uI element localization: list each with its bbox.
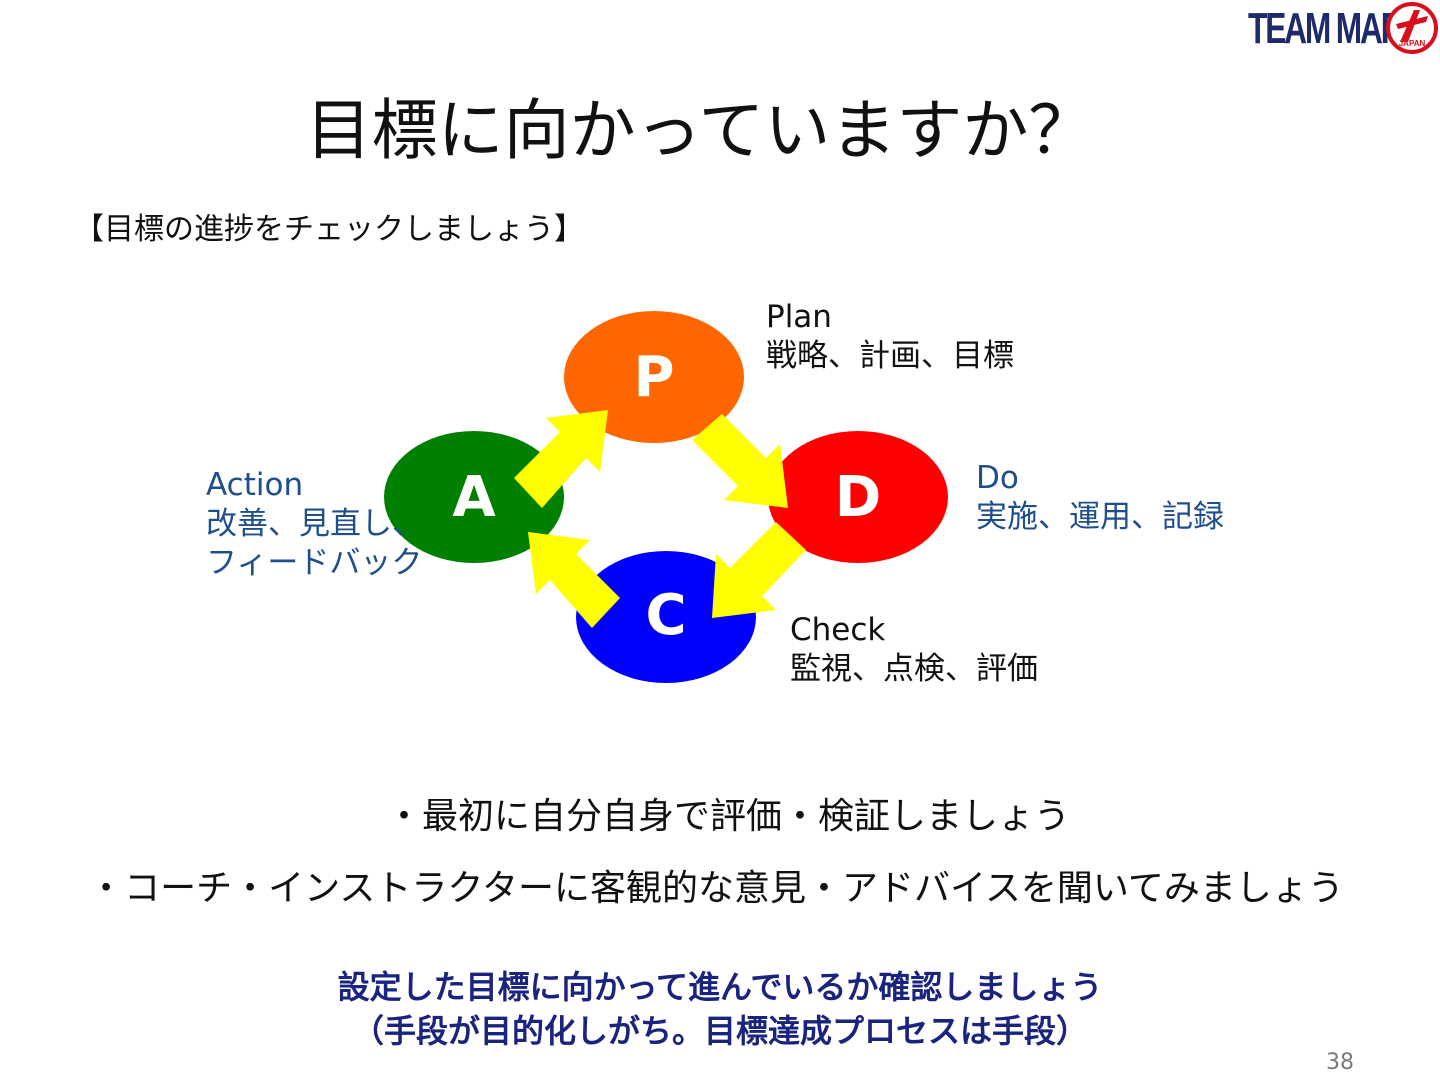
arrow-p-to-d bbox=[692, 414, 788, 508]
action-detail-line1: 改善、見直し、 bbox=[206, 506, 423, 542]
node-a bbox=[384, 431, 564, 563]
plan-label: Plan 戦略、計画、目標 bbox=[766, 298, 1014, 376]
arrow-a-to-p bbox=[514, 410, 608, 508]
conclusion-line2: （手段が目的化しがち。目標達成プロセスは手段） bbox=[351, 1012, 1088, 1050]
bullet-self-evaluate: ・最初に自分自身で評価・検証しましょう bbox=[385, 796, 1070, 837]
plan-heading: Plan bbox=[766, 299, 832, 335]
action-label: Action 改善、見直し、 フィードバック bbox=[206, 466, 423, 583]
conclusion-line1: 設定した目標に向かって進んでいるか確認しましょう bbox=[337, 968, 1103, 1006]
action-detail-line2: フィードバック bbox=[206, 545, 423, 581]
plan-detail: 戦略、計画、目標 bbox=[766, 338, 1014, 374]
arrow-d-to-c bbox=[712, 522, 806, 618]
logo-emblem-icon: JAPAN bbox=[1386, 2, 1438, 54]
check-label: Check 監視、点検、評価 bbox=[790, 611, 1038, 689]
check-detail: 監視、点検、評価 bbox=[790, 651, 1038, 687]
page-title: 目標に向かっていますか？ bbox=[305, 92, 1095, 169]
logo-emblem-text: JAPAN bbox=[1399, 39, 1426, 48]
node-d bbox=[768, 431, 948, 563]
page-number: 38 bbox=[1326, 1050, 1354, 1075]
node-a-letter: A bbox=[452, 465, 496, 530]
team-maru-logo: TEAM MARU JAPAN bbox=[1244, 2, 1438, 54]
arrow-c-to-a bbox=[528, 532, 620, 628]
bullet-ask-coach: ・コーチ・インストラクターに客観的な意見・アドバイスを聞いてみましょう bbox=[88, 868, 1344, 909]
node-p-letter: P bbox=[633, 345, 674, 410]
action-heading: Action bbox=[206, 467, 304, 503]
node-d-letter: D bbox=[835, 465, 881, 530]
do-label: Do 実施、運用、記録 bbox=[976, 459, 1224, 537]
node-p bbox=[564, 311, 744, 443]
check-heading: Check bbox=[790, 612, 886, 648]
node-c-letter: C bbox=[645, 583, 686, 648]
subtitle: 【目標の進捗をチェックしましょう】 bbox=[74, 212, 584, 247]
do-detail: 実施、運用、記録 bbox=[976, 499, 1224, 535]
node-c bbox=[576, 551, 756, 683]
do-heading: Do bbox=[976, 460, 1019, 496]
